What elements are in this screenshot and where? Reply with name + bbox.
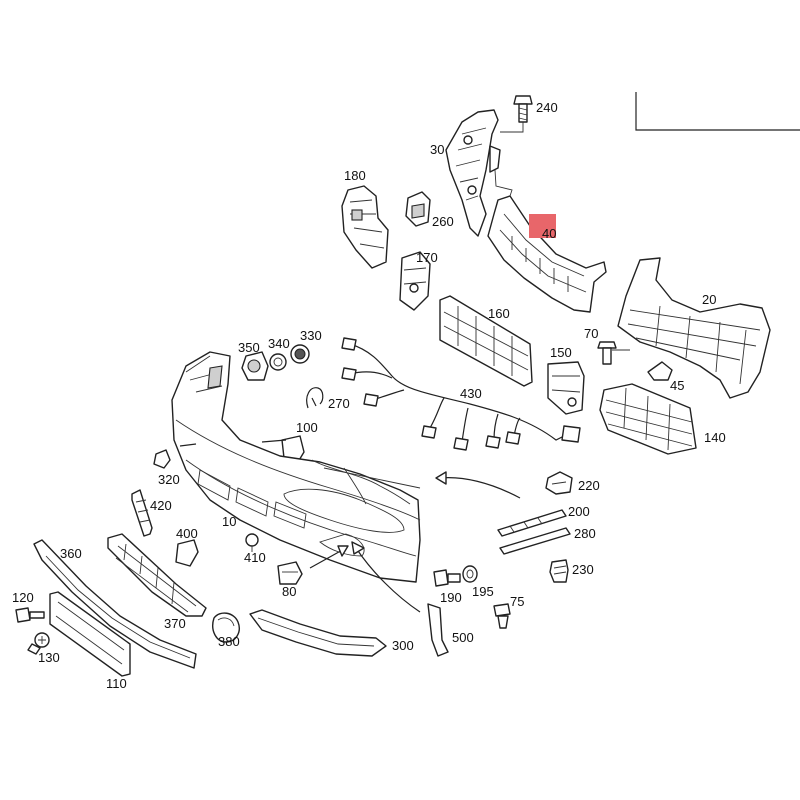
part-420-grille[interactable] <box>131 489 153 537</box>
part-230-screw[interactable] <box>549 559 569 583</box>
part-110-plate-base[interactable] <box>49 591 131 677</box>
label-190: 190 <box>440 590 462 605</box>
label-260: 260 <box>432 214 454 229</box>
part-300-trim-strip[interactable] <box>249 609 387 657</box>
frame-corner <box>635 92 800 131</box>
label-160: 160 <box>488 306 510 321</box>
label-320: 320 <box>158 472 180 487</box>
label-110: 110 <box>106 676 127 691</box>
label-410: 410 <box>244 550 266 565</box>
part-100-bracket[interactable] <box>281 435 305 463</box>
label-340: 340 <box>268 336 290 351</box>
part-500-bracket[interactable] <box>427 603 449 657</box>
label-30: 30 <box>430 142 444 157</box>
label-280: 280 <box>574 526 596 541</box>
label-420: 420 <box>150 498 172 513</box>
part-160-absorber[interactable] <box>439 295 533 387</box>
label-140: 140 <box>704 430 726 445</box>
label-350: 350 <box>238 340 260 355</box>
part-380-cover[interactable] <box>212 612 240 643</box>
part-260-clip[interactable] <box>405 191 431 227</box>
part-130-screw[interactable] <box>27 632 50 655</box>
part-20-bracket[interactable] <box>617 257 771 399</box>
part-200-strip[interactable] <box>497 509 567 537</box>
label-20: 20 <box>702 292 716 307</box>
label-360: 360 <box>60 546 82 561</box>
part-240-bolt[interactable] <box>513 95 533 123</box>
label-430: 430 <box>460 386 482 401</box>
part-360-spoiler[interactable] <box>33 539 197 669</box>
label-240: 240 <box>536 100 558 115</box>
part-75-screw[interactable] <box>493 603 511 629</box>
arrow-to-bumper-1 <box>439 477 521 499</box>
part-400-bracket[interactable] <box>175 539 199 567</box>
part-170-bracket[interactable] <box>399 251 431 311</box>
arrow-to-bumper-2 <box>261 439 287 443</box>
label-200: 200 <box>568 504 590 519</box>
label-195: 195 <box>472 584 494 599</box>
label-80: 80 <box>282 584 296 599</box>
part-190-bolt[interactable] <box>433 569 461 587</box>
label-500: 500 <box>452 630 474 645</box>
leader-line-30 <box>323 467 421 489</box>
label-380: 380 <box>218 634 240 649</box>
label-170: 170 <box>416 250 438 265</box>
labels: 240 30 180 260 40 170 160 20 350 340 330… <box>12 100 726 691</box>
label-45: 45 <box>670 378 684 393</box>
part-370-grille[interactable] <box>107 533 207 617</box>
arrow-to-bumper-5 <box>179 443 197 447</box>
part-270-clip[interactable] <box>306 387 324 409</box>
part-430-wiring-harness[interactable] <box>341 337 581 451</box>
part-150-bracket[interactable] <box>547 361 585 415</box>
part-340-sensor-ring[interactable] <box>269 353 287 371</box>
label-10: 10 <box>222 514 236 529</box>
label-400: 400 <box>176 526 198 541</box>
part-45-cap[interactable] <box>647 361 673 381</box>
part-320-clip[interactable] <box>153 449 171 469</box>
label-220: 220 <box>578 478 600 493</box>
part-350-sensor-holder[interactable] <box>241 351 269 381</box>
part-70-screw[interactable] <box>597 341 617 365</box>
label-180: 180 <box>344 168 366 183</box>
label-330: 330 <box>300 328 322 343</box>
arrow-head-1 <box>435 471 447 485</box>
label-270: 270 <box>328 396 350 411</box>
label-40: 40 <box>542 226 556 241</box>
arrow-head-3 <box>351 541 365 555</box>
part-120-screw[interactable] <box>15 607 45 623</box>
label-370: 370 <box>164 616 186 631</box>
label-120: 120 <box>12 590 34 605</box>
label-130: 130 <box>38 650 60 665</box>
label-70: 70 <box>584 326 598 341</box>
part-40-bumper-bracket[interactable] <box>487 195 607 313</box>
label-100: 100 <box>296 420 318 435</box>
part-220-clip[interactable] <box>545 471 573 495</box>
label-230: 230 <box>572 562 594 577</box>
part-195-washer[interactable] <box>462 565 478 583</box>
arrow-to-bumper-3 <box>355 547 421 613</box>
part-180-bracket[interactable] <box>341 185 389 269</box>
label-300: 300 <box>392 638 414 653</box>
highlight-marker-40 <box>529 214 556 238</box>
part-10-bumper-cover[interactable] <box>171 351 421 583</box>
arrow-head-4 <box>337 545 349 557</box>
part-330-sensor[interactable] <box>290 344 310 364</box>
part-30-bracket[interactable] <box>445 109 501 237</box>
part-140-grille[interactable] <box>599 383 697 455</box>
part-80-clip[interactable] <box>277 561 303 585</box>
label-150: 150 <box>550 345 572 360</box>
part-410-sensor[interactable] <box>245 533 259 552</box>
label-75: 75 <box>510 594 524 609</box>
part-280-strip[interactable] <box>499 527 571 555</box>
